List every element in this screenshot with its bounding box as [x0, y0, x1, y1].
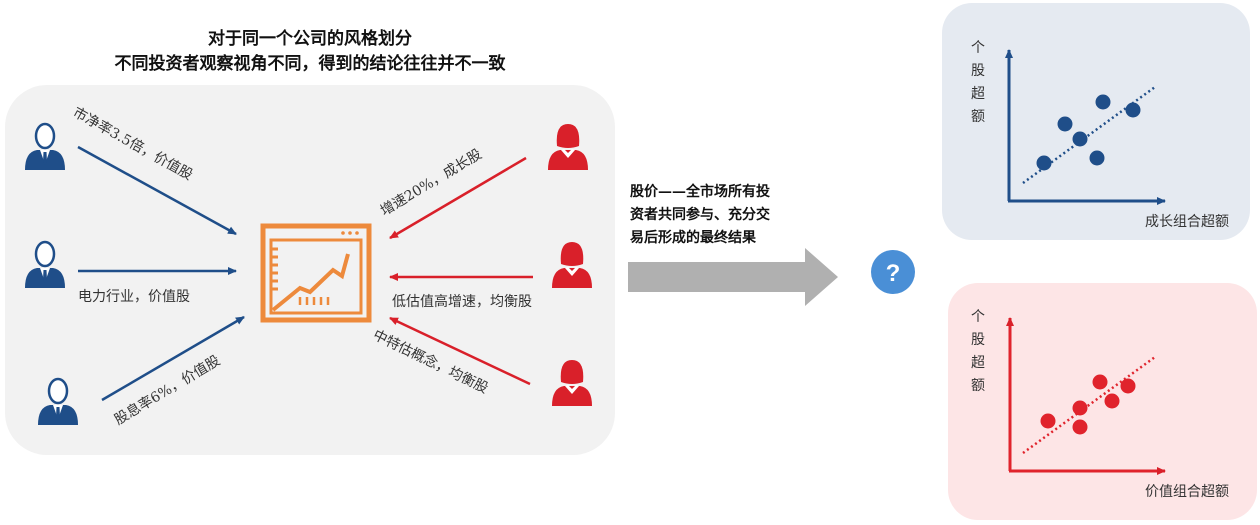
arrow-blue-3 [101, 315, 245, 402]
x-axis-label: 价值组合超额 [1145, 484, 1229, 500]
data-point [1057, 116, 1073, 132]
price-note-line-1: 股价——全市场所有投 [630, 183, 770, 200]
arrow-blue-1 [77, 145, 237, 236]
question-icon [871, 250, 915, 294]
data-point [1120, 378, 1136, 394]
y-axis-label-char: 个 [971, 40, 985, 56]
investor-label: 低估值高增速，均衡股 [392, 293, 532, 310]
data-point [1072, 131, 1088, 147]
data-point [1072, 419, 1088, 435]
y-axis-label-char: 额 [971, 378, 985, 394]
data-point [1040, 413, 1056, 429]
arrow-red-3 [389, 316, 531, 386]
data-point [1104, 393, 1120, 409]
y-axis-label-char: 超 [971, 355, 985, 371]
title-line-1: 对于同一个公司的风格划分 [208, 28, 412, 49]
data-point [1125, 102, 1141, 118]
big-arrow-icon [628, 248, 838, 306]
y-axis-label-char: 个 [971, 309, 985, 325]
data-point [1089, 150, 1105, 166]
title-line-2: 不同投资者观察视角不同，得到的结论往往并不一致 [115, 53, 507, 74]
price-note-line-2: 资者共同参与、充分交 [630, 206, 770, 223]
arrow-red-1 [389, 156, 527, 240]
investor-panel [5, 85, 615, 455]
x-axis-label: 成长组合超额 [1145, 214, 1229, 230]
y-axis-label-char: 股 [971, 63, 985, 79]
stock-chart-icon [260, 223, 372, 323]
data-point [1072, 400, 1088, 416]
investor-label: 电力行业，价值股 [78, 289, 190, 305]
y-axis-label-char: 超 [971, 86, 985, 102]
value-scatter-chart: 个 股 超 额 价值组合超额 [948, 283, 1257, 520]
data-point [1036, 155, 1052, 171]
data-point [1095, 94, 1111, 110]
growth-scatter-chart: 个 股 超 额 成长组合超额 [942, 3, 1250, 240]
y-axis-label-char: 额 [971, 109, 985, 125]
data-point [1092, 374, 1108, 390]
price-note-line-3: 易后形成的最终结果 [630, 229, 757, 246]
question-mark: ? [886, 260, 901, 287]
y-axis-label-char: 股 [971, 332, 985, 348]
